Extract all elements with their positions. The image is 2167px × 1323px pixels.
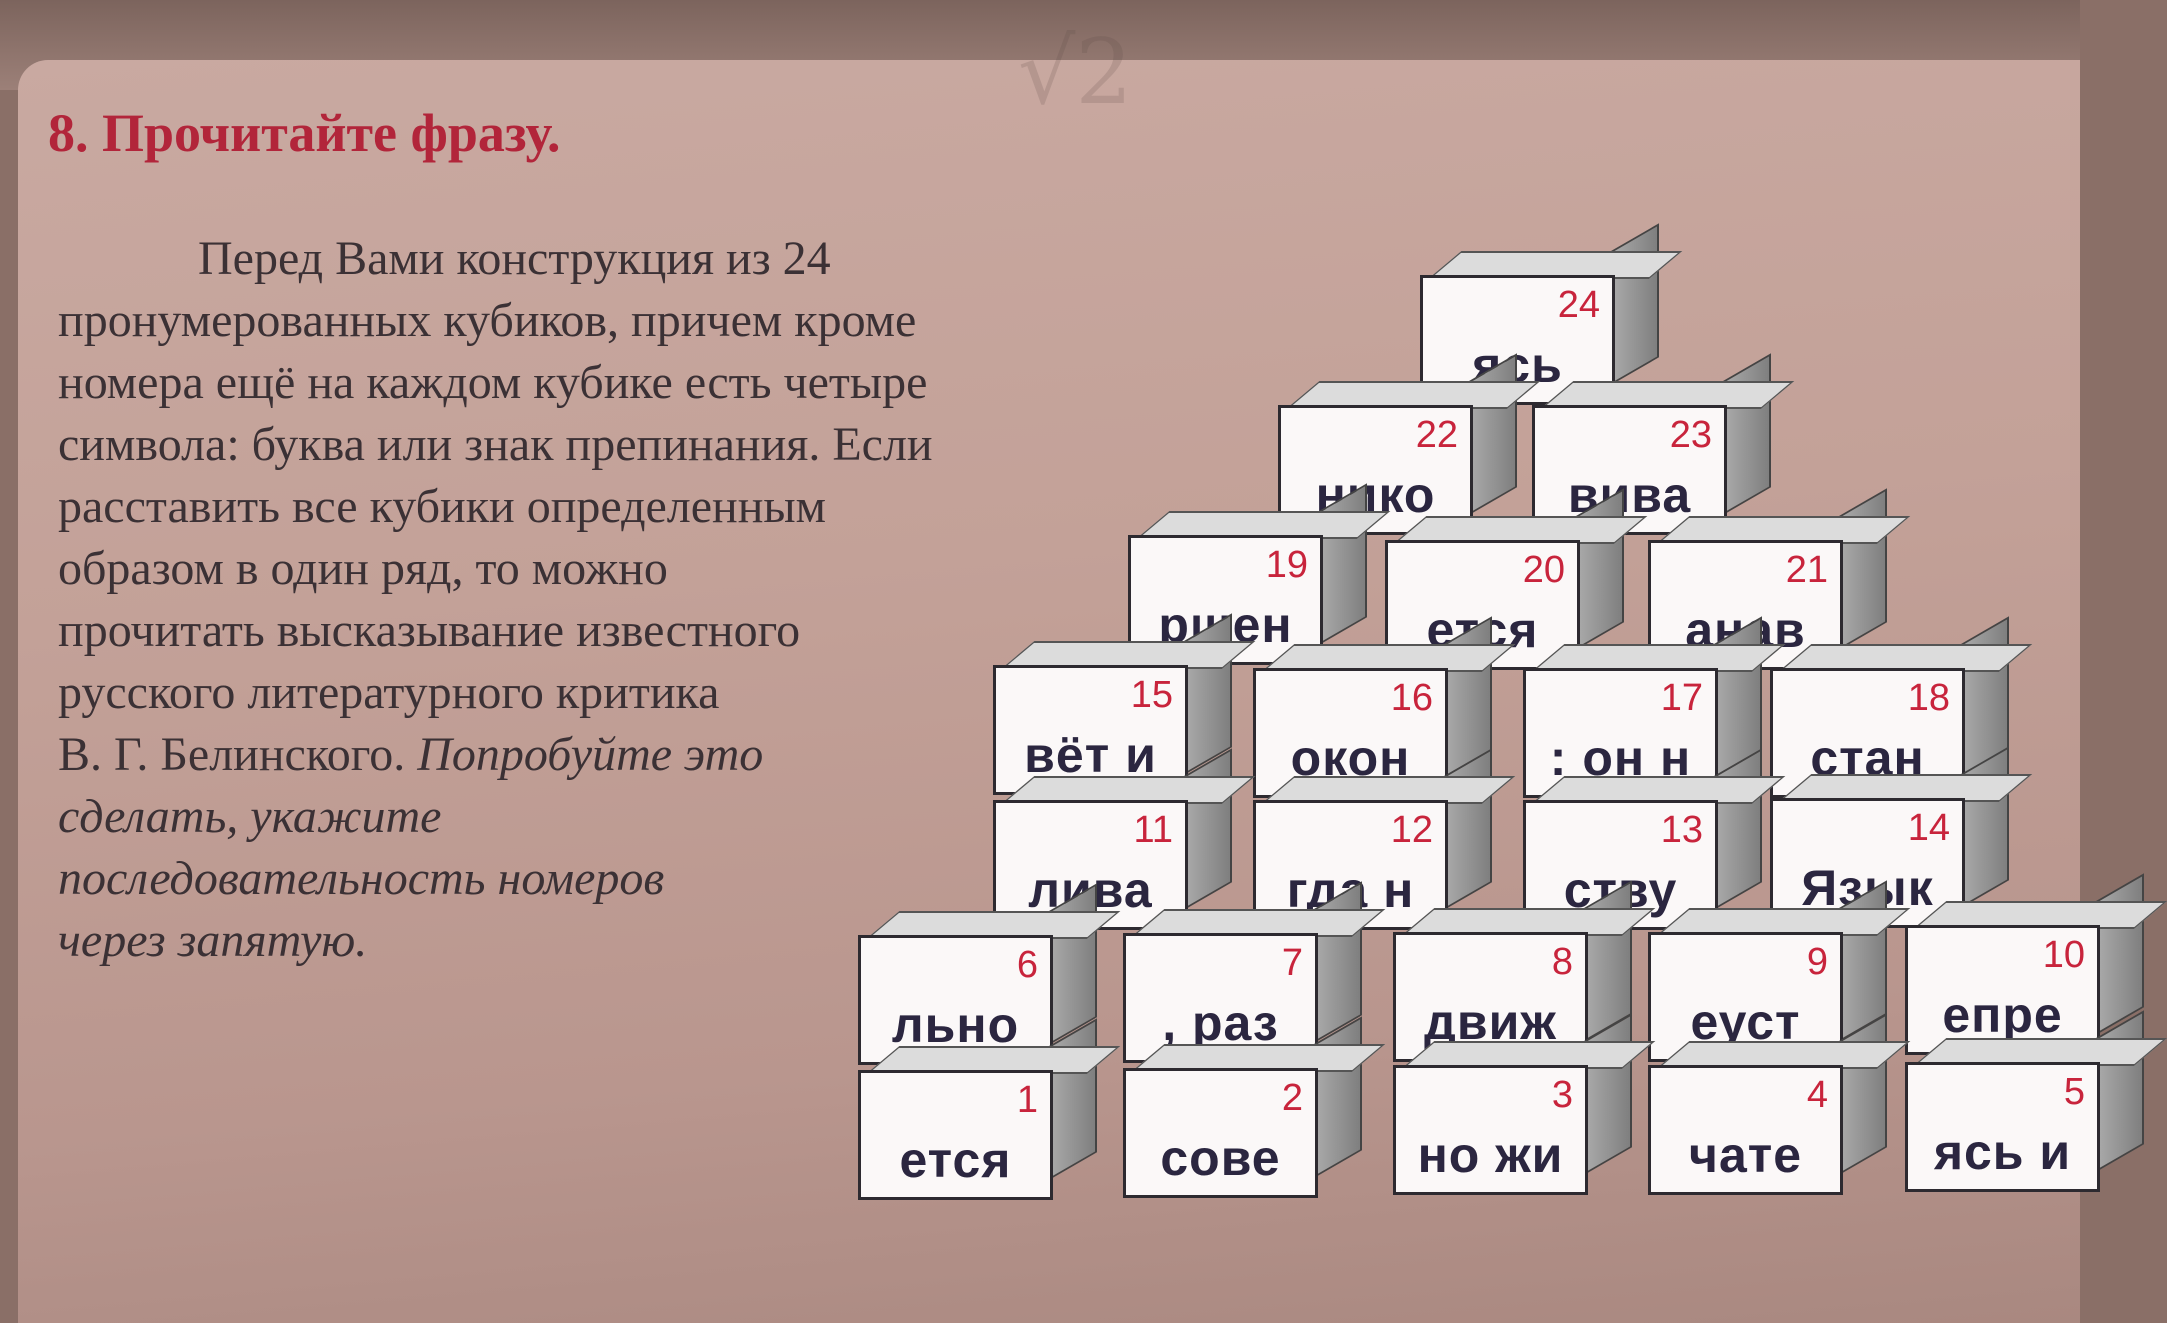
task-instruction-line-3: через запятую. bbox=[58, 914, 368, 967]
task-line-5: расставить все кубики определенным bbox=[58, 480, 827, 533]
cube-number: 15 bbox=[1130, 674, 1173, 716]
cube-symbols: еуст bbox=[1690, 994, 1801, 1050]
cube-side-face bbox=[1184, 748, 1232, 910]
cube-side-face bbox=[1723, 353, 1771, 515]
cube-8: 8 движ bbox=[1393, 880, 1656, 1062]
cube-15: 15 вёт и bbox=[993, 613, 1256, 795]
cube-number: 8 bbox=[1551, 941, 1573, 983]
task-line-9: В. Г. Белинского. Попробуйте это bbox=[58, 724, 1138, 786]
author-name: В. Г. Белинского. bbox=[58, 728, 406, 781]
task-line-6: образом в один ряд, то можно bbox=[58, 542, 668, 595]
cube-side-face bbox=[1839, 488, 1887, 650]
task-line-3: номера ещё на каждом кубике есть четыре bbox=[58, 356, 928, 409]
cube-side-face bbox=[2096, 873, 2144, 1035]
cube-symbols: чате bbox=[1688, 1127, 1803, 1183]
cube-number: 16 bbox=[1390, 677, 1433, 719]
cube-symbols: но жи bbox=[1417, 1127, 1564, 1183]
cube-number: 24 bbox=[1557, 284, 1600, 326]
cube-number: 14 bbox=[1907, 807, 1950, 849]
cube-symbols: ется bbox=[899, 1132, 1012, 1188]
cube-number: 3 bbox=[1551, 1074, 1573, 1116]
cube-symbols: сове bbox=[1160, 1130, 1281, 1186]
cube-number: 17 bbox=[1660, 677, 1703, 719]
cube-10: 10 епре bbox=[1905, 873, 2167, 1055]
task-line-4: символа: буква или знак препинания. Если bbox=[58, 418, 933, 471]
cube-symbols: ясь и bbox=[1933, 1124, 2072, 1180]
task-title: 8. Прочитайте фразу. bbox=[48, 103, 561, 163]
cube-front-face: 8 движ bbox=[1393, 932, 1588, 1062]
cube-side-face bbox=[2096, 1010, 2144, 1172]
cube-number: 18 bbox=[1907, 677, 1950, 719]
cube-front-face: 6 льно bbox=[858, 935, 1053, 1065]
cube-3: 3 но жи bbox=[1393, 1013, 1656, 1195]
cube-side-face bbox=[1961, 746, 2009, 908]
cube-side-face bbox=[1049, 883, 1097, 1045]
cube-number: 4 bbox=[1806, 1074, 1828, 1116]
cube-number: 21 bbox=[1785, 549, 1828, 591]
task-instruction-line-1: сделать, укажите bbox=[58, 790, 442, 843]
cube-front-face: 3 но жи bbox=[1393, 1065, 1588, 1195]
cube-side-face bbox=[1584, 1013, 1632, 1175]
cube-front-face: 7, раз bbox=[1123, 933, 1318, 1063]
cube-symbols: епре bbox=[1942, 987, 2063, 1043]
cube-5: 5 ясь и bbox=[1905, 1010, 2167, 1192]
cube-side-face bbox=[1444, 748, 1492, 910]
task-line-1: Перед Вами конструкция из 24 bbox=[198, 232, 831, 285]
cube-side-face bbox=[1714, 748, 1762, 910]
cube-symbols: вёт и bbox=[1024, 727, 1157, 783]
cube-side-face bbox=[1611, 223, 1659, 385]
cube-number: 10 bbox=[2042, 934, 2085, 976]
cube-side-face bbox=[1314, 881, 1362, 1043]
task-line-8: русского литературного критика bbox=[58, 666, 720, 719]
cube-number: 6 bbox=[1016, 944, 1038, 986]
cube-front-face: 5 ясь и bbox=[1905, 1062, 2100, 1192]
task-text: Перед Вами конструкция из 24 пронумерова… bbox=[58, 228, 1138, 972]
task-line-7: прочитать высказывание известного bbox=[58, 604, 801, 657]
task-instruction-start: Попробуйте это bbox=[417, 728, 764, 781]
cube-number: 19 bbox=[1265, 544, 1308, 586]
cube-side-face bbox=[1576, 488, 1624, 650]
cube-number: 1 bbox=[1016, 1079, 1038, 1121]
cube-number: 13 bbox=[1660, 809, 1703, 851]
cube-symbols: льно bbox=[891, 997, 1020, 1053]
cube-front-face: 10 епре bbox=[1905, 925, 2100, 1055]
cube-side-face bbox=[1839, 1013, 1887, 1175]
cube-side-face bbox=[1184, 613, 1232, 775]
cube-side-face bbox=[1319, 483, 1367, 645]
cube-7: 7, раз bbox=[1123, 881, 1386, 1063]
cube-number: 11 bbox=[1133, 809, 1173, 851]
cube-symbols: движ bbox=[1424, 994, 1557, 1050]
cube-side-face bbox=[1049, 1018, 1097, 1180]
cube-number: 12 bbox=[1390, 809, 1433, 851]
cube-number: 23 bbox=[1669, 414, 1712, 456]
task-line-2: пронумерованных кубиков, причем кроме bbox=[58, 294, 917, 347]
cube-side-face bbox=[1469, 353, 1517, 515]
cube-side-face bbox=[1314, 1016, 1362, 1178]
cube-number: 2 bbox=[1281, 1077, 1303, 1119]
task-instruction-line-2: последовательность номеров bbox=[58, 852, 665, 905]
cube-number: 7 bbox=[1281, 942, 1303, 984]
bleed-through-mark: √2 bbox=[1018, 20, 1133, 125]
cube-number: 5 bbox=[2063, 1071, 2085, 1113]
cube-symbols: , раз bbox=[1162, 995, 1279, 1051]
cube-front-face: 15 вёт и bbox=[993, 665, 1188, 795]
cube-number: 9 bbox=[1806, 941, 1828, 983]
cube-number: 22 bbox=[1415, 414, 1458, 456]
cube-6: 6 льно bbox=[858, 883, 1121, 1065]
cube-number: 20 bbox=[1522, 549, 1565, 591]
